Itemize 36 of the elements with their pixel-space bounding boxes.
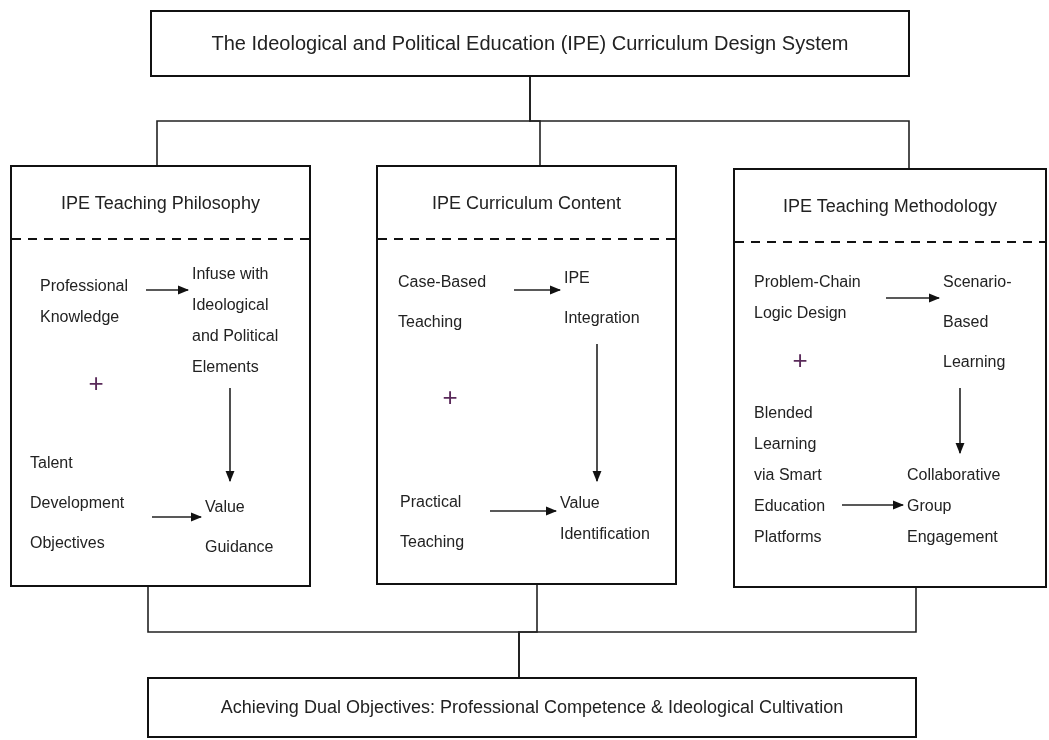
connector [841, 500, 905, 510]
connector [513, 285, 562, 295]
plus-sign: + [792, 347, 808, 373]
step-text: Blended Learning via Smart Education Platforms [754, 397, 838, 552]
plus-sign: + [88, 370, 104, 396]
connector [145, 285, 190, 295]
connector [955, 387, 965, 455]
connector [151, 512, 203, 522]
step-text: Infuse with Ideological and Political Elements [192, 258, 282, 382]
connector [592, 343, 602, 483]
connector [885, 293, 941, 303]
step-text: Value Identification [560, 487, 668, 549]
title-box [150, 10, 910, 77]
step-text: IPE Integration [564, 258, 654, 338]
panel-heading: IPE Curriculum Content [430, 193, 623, 214]
category-panel [733, 168, 1047, 588]
step-text: Case-Based Teaching [398, 262, 510, 342]
category-panel [10, 165, 311, 587]
step-text: Problem-Chain Logic Design [754, 266, 882, 328]
connector [518, 587, 917, 678]
connector [225, 387, 235, 483]
step-text: Collaborative Group Engagement [907, 459, 1043, 552]
step-text: Professional Knowledge [40, 270, 142, 332]
heading-text: The Ideological and Political Education (IPE) Curriculum Design System [211, 32, 849, 55]
title-box [147, 677, 917, 738]
step-text: Practical Teaching [400, 482, 486, 562]
panel-heading: IPE Teaching Methodology [782, 196, 998, 217]
connector [489, 506, 558, 516]
plus-sign: + [442, 384, 458, 410]
heading-text: Achieving Dual Objectives: Professional Competence & Ideological Cultivation [220, 697, 844, 718]
step-text: Talent Development Objectives [30, 443, 148, 563]
panel-heading: IPE Teaching Philosophy [60, 193, 261, 214]
step-text: Value Guidance [205, 487, 290, 567]
step-text: Scenario-Based Learning [943, 262, 1039, 382]
connector [529, 76, 910, 169]
category-panel [376, 165, 677, 585]
